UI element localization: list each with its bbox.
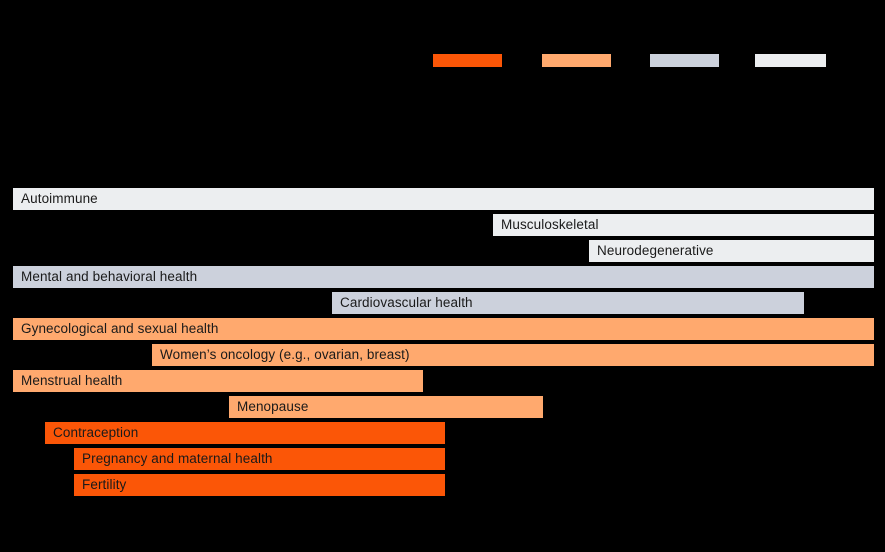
- bar-label: Menstrual health: [21, 373, 123, 389]
- bar-row[interactable]: Women’s oncology (e.g., ovarian, breast): [152, 344, 874, 366]
- legend-swatch-1: [542, 54, 611, 67]
- chart-legend: [0, 0, 885, 110]
- bar-label: Autoimmune: [21, 191, 98, 207]
- legend-swatch-3: [755, 54, 826, 67]
- bar-label: Women’s oncology (e.g., ovarian, breast): [160, 347, 410, 363]
- bar-row[interactable]: Contraception: [45, 422, 445, 444]
- legend-item-2[interactable]: [650, 54, 719, 67]
- bar-row[interactable]: Musculoskeletal: [493, 214, 874, 236]
- legend-swatch-2: [650, 54, 719, 67]
- bar-row[interactable]: Gynecological and sexual health: [13, 318, 874, 340]
- bar-row[interactable]: Menopause: [229, 396, 543, 418]
- bar-row[interactable]: Neurodegenerative: [589, 240, 874, 262]
- bar-row[interactable]: Menstrual health: [13, 370, 423, 392]
- legend-swatch-0: [433, 54, 502, 67]
- legend-item-0[interactable]: [433, 54, 502, 67]
- bar-label: Mental and behavioral health: [21, 269, 198, 285]
- bar-row[interactable]: Pregnancy and maternal health: [74, 448, 445, 470]
- bar-row[interactable]: Mental and behavioral health: [13, 266, 874, 288]
- bar-label: Pregnancy and maternal health: [82, 451, 273, 467]
- bar-label: Musculoskeletal: [501, 217, 599, 233]
- bar-row[interactable]: Autoimmune: [13, 188, 874, 210]
- bar-row[interactable]: Fertility: [74, 474, 445, 496]
- bar-row[interactable]: Cardiovascular health: [332, 292, 804, 314]
- bar-label: Cardiovascular health: [340, 295, 473, 311]
- legend-item-1[interactable]: [542, 54, 611, 67]
- bar-label: Menopause: [237, 399, 309, 415]
- bar-label: Gynecological and sexual health: [21, 321, 219, 337]
- bar-label: Contraception: [53, 425, 139, 441]
- bar-label: Neurodegenerative: [597, 243, 714, 259]
- bar-label: Fertility: [82, 477, 127, 493]
- legend-item-3[interactable]: [755, 54, 826, 67]
